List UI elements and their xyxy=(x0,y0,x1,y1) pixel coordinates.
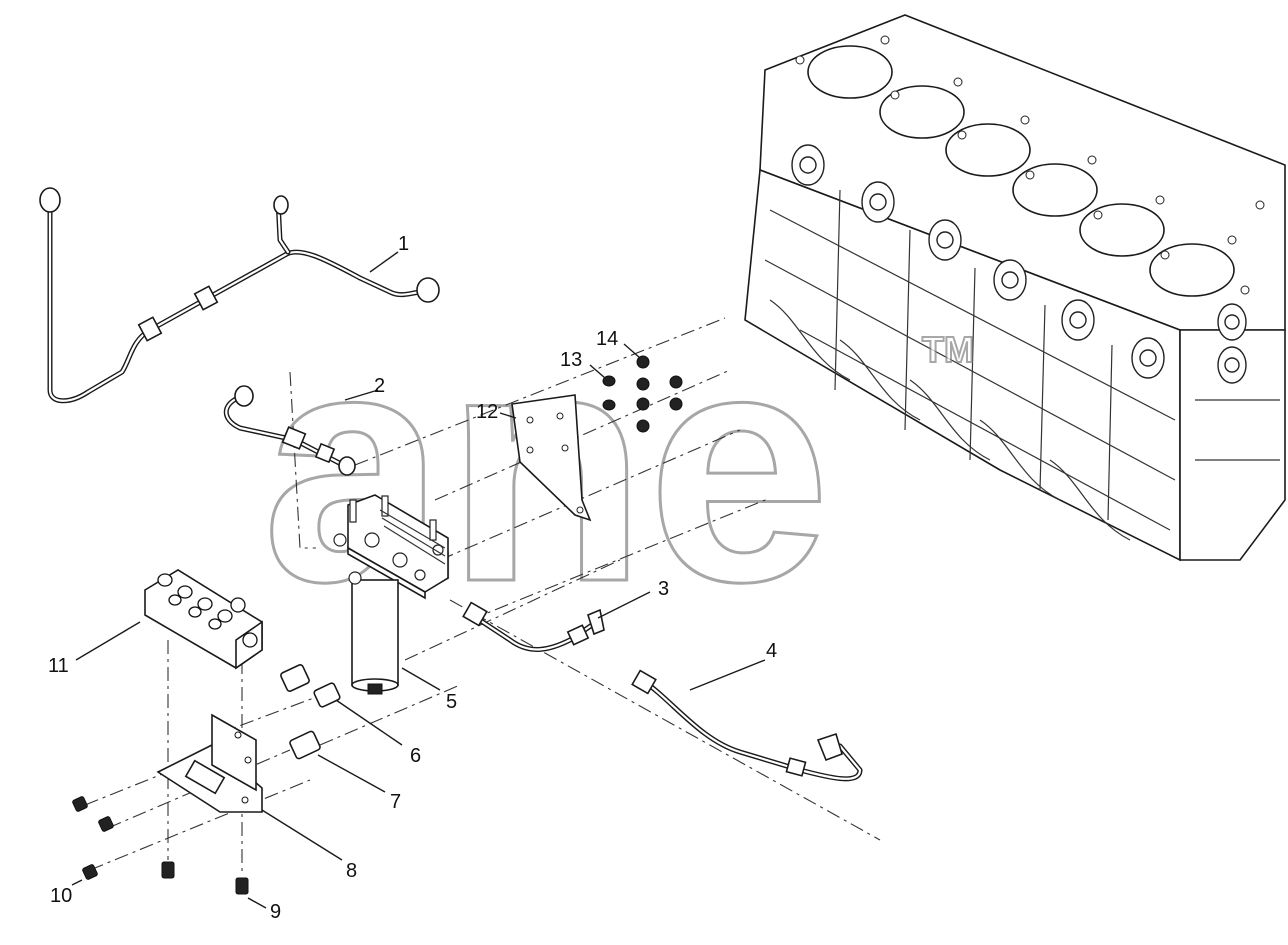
callout-3: 3 xyxy=(658,578,669,600)
callout-labels: 1 2 3 4 5 6 7 8 9 10 11 12 13 14 xyxy=(48,233,777,923)
callout-8: 8 xyxy=(346,860,357,882)
part-1-oil-pipe xyxy=(39,187,440,404)
callout-4: 4 xyxy=(766,640,777,662)
callout-1: 1 xyxy=(398,233,409,255)
part-8-bracket xyxy=(156,713,263,813)
part-11-distribution-block xyxy=(144,569,263,670)
watermark-trademark: TM xyxy=(922,329,974,370)
callout-7: 7 xyxy=(390,791,401,813)
part-2-pipe xyxy=(223,385,356,476)
callout-9: 9 xyxy=(270,901,281,923)
part-3-hose xyxy=(462,601,605,652)
callout-5: 5 xyxy=(446,691,457,713)
callout-2: 2 xyxy=(374,375,385,397)
callout-13: 13 xyxy=(560,349,582,371)
part-12-plate xyxy=(511,394,592,522)
part-5-filter xyxy=(333,494,449,695)
part-4-hose xyxy=(631,669,863,782)
part-6-fitting xyxy=(280,664,341,708)
engine-block xyxy=(744,14,1286,562)
callout-11: 11 xyxy=(48,655,69,677)
callout-6: 6 xyxy=(410,745,421,767)
part-14-nuts xyxy=(636,355,683,433)
callout-14: 14 xyxy=(596,328,618,350)
callout-10: 10 xyxy=(50,885,72,907)
part-13-washers xyxy=(602,375,616,411)
part-7-fitting xyxy=(289,730,321,760)
callout-12: 12 xyxy=(476,401,498,423)
leader-lines xyxy=(71,251,766,909)
part-9-bolts xyxy=(161,861,249,895)
part-10-bolts xyxy=(72,796,114,880)
